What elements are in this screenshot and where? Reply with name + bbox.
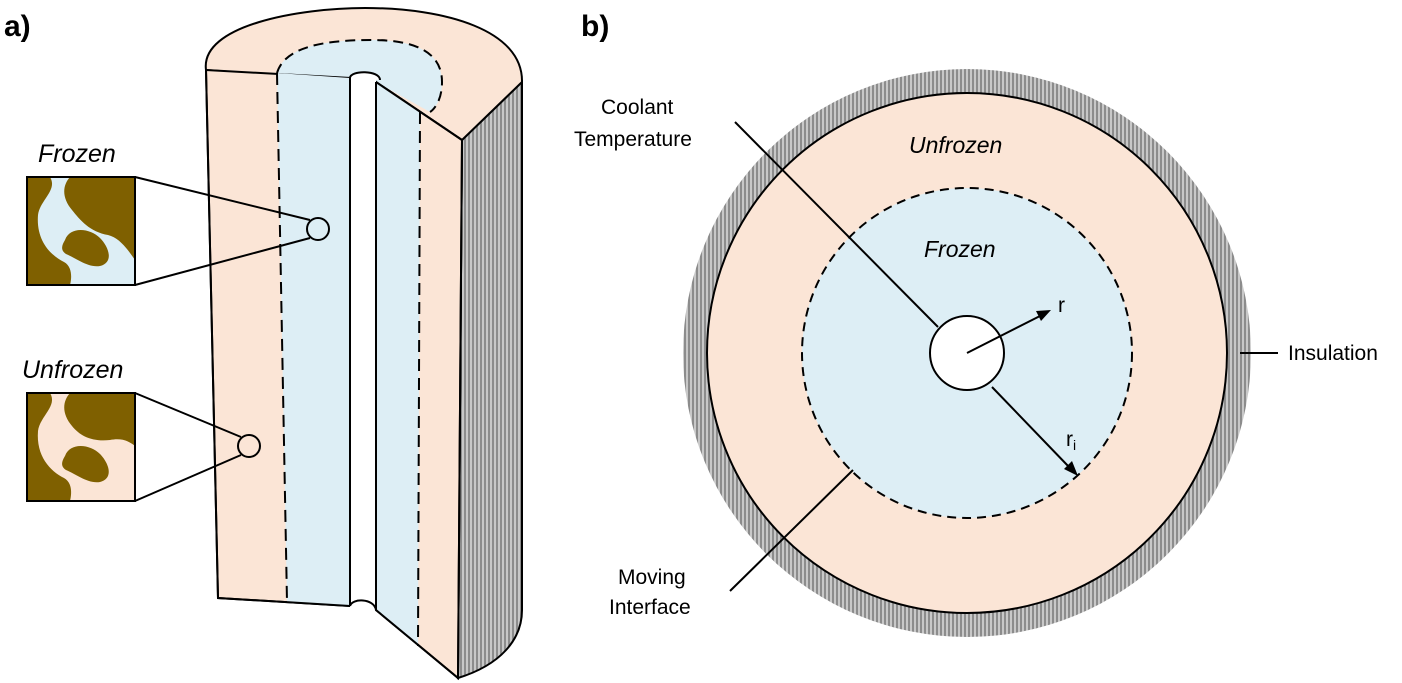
ri-arrow [991, 386, 1078, 476]
unfrozen-zone-label: Unfrozen [909, 132, 1002, 158]
panel-a-label: a) [4, 10, 31, 43]
right-frozen-band [376, 82, 420, 646]
panel-b-label: b) [581, 10, 609, 43]
cylinder-outer-surface [456, 79, 523, 680]
ri-main: r [1066, 428, 1073, 451]
panel-a: a) Frozen [4, 6, 524, 681]
frozen-inset [26, 176, 136, 286]
unfrozen-inset [26, 392, 136, 502]
moving-interface-leader [729, 469, 854, 592]
coolant-label-line1: Coolant [601, 96, 674, 119]
frozen-callout-top [134, 176, 311, 221]
ri-subscript: i [1073, 437, 1076, 453]
frozen-zone-label: Frozen [924, 236, 996, 262]
unfrozen-callout-top [134, 392, 242, 438]
right-freeze-front [417, 111, 421, 647]
pipe-bottom-opening [349, 599, 377, 611]
moving-interface-line1: Moving [618, 566, 686, 589]
coolant-leader-line [734, 121, 939, 328]
frozen-sample-point [306, 217, 330, 241]
inset-frozen-label: Frozen [38, 140, 116, 168]
left-freeze-front [276, 72, 288, 603]
insulation-label: Insulation [1288, 342, 1378, 365]
left-frozen-band [277, 73, 350, 606]
frozen-callout-bottom [134, 237, 311, 286]
r-label: r [1058, 294, 1065, 317]
top-freeze-front [276, 38, 444, 113]
unfrozen-callout-bottom [134, 454, 242, 502]
moving-interface-line2: Interface [609, 596, 691, 619]
ri-label: ri [1066, 428, 1076, 453]
coolant-label-line2: Temperature [574, 128, 692, 151]
panel-b: b) Unfrozen Frozen r ri Coolant Temperat… [574, 10, 1378, 637]
unfrozen-sample-point [237, 434, 261, 458]
coolant-pipe [350, 78, 376, 608]
left-cut-outline [205, 69, 351, 607]
inset-unfrozen-label: Unfrozen [22, 356, 123, 384]
r-arrow [966, 310, 1051, 354]
